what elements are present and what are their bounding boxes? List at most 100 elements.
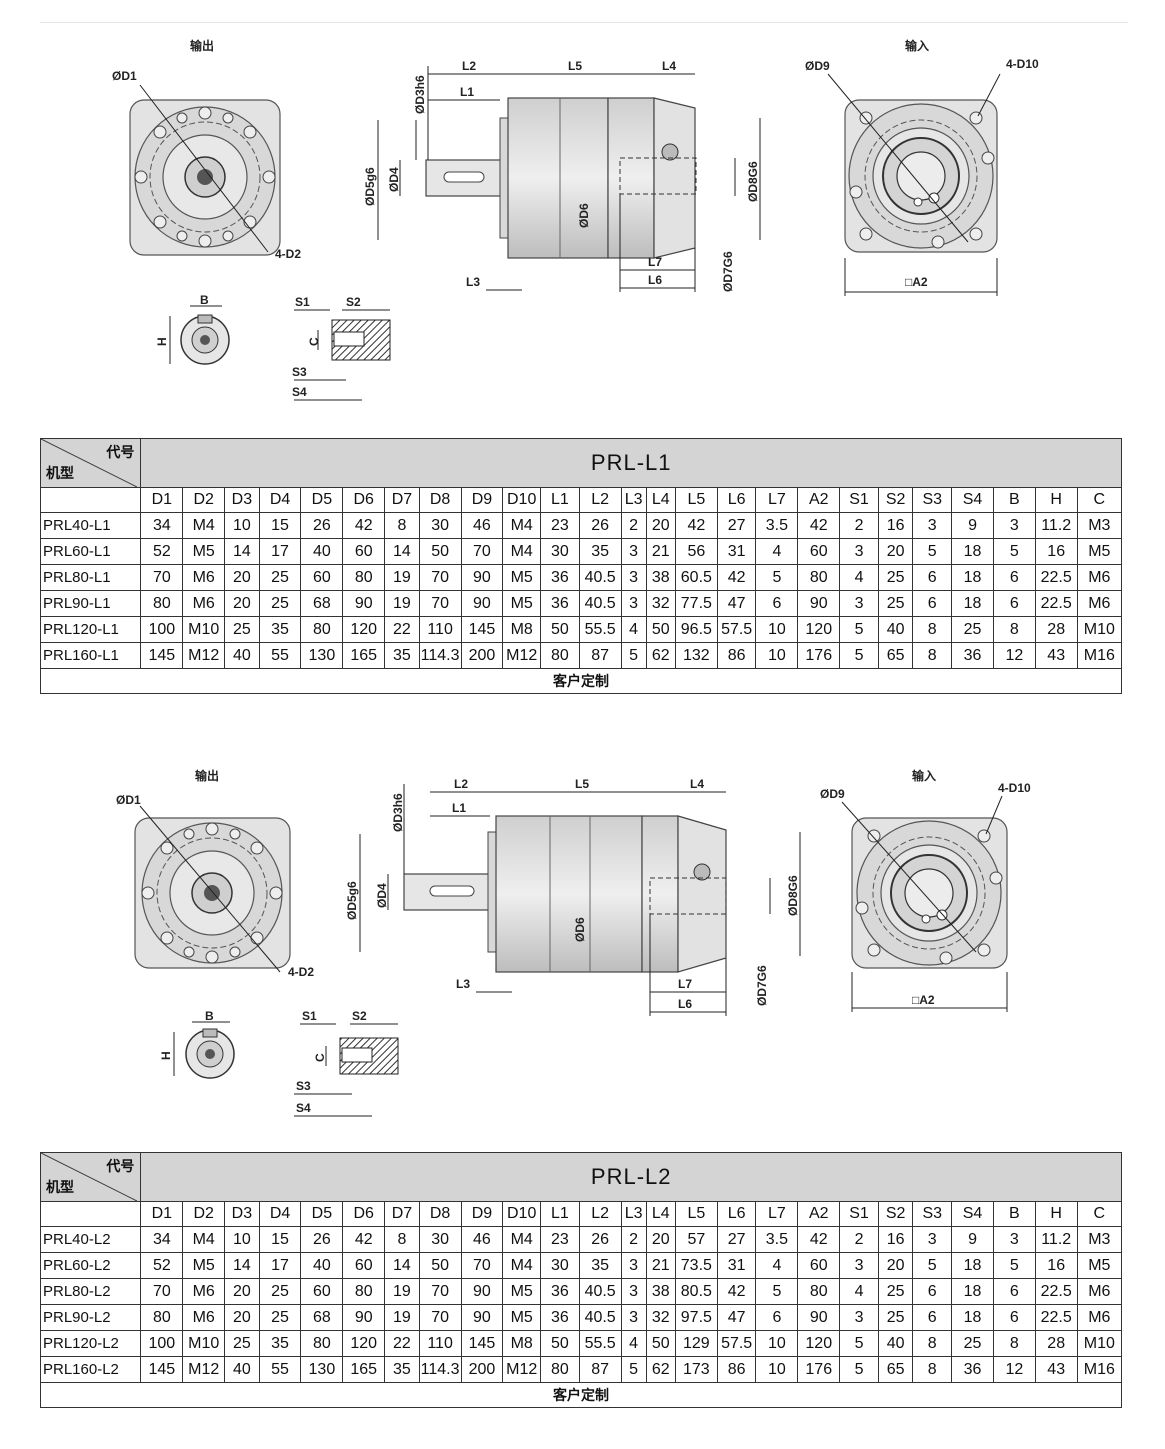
table-cell: 6 (992, 564, 1036, 591)
table-cell: 5 (839, 616, 879, 643)
column-header-row: D1 D2 D3 D4 D5 D6 D7 D8 D9 D10 L1 L2 L3 … (39, 487, 1123, 513)
corner-header: 代号 机型 (39, 1152, 142, 1202)
table-cell: 114.3 (418, 1356, 462, 1383)
table-cell: 31 (716, 1252, 757, 1279)
table-cell: M10 (1076, 1330, 1123, 1357)
table-cell: 35 (258, 616, 302, 643)
table-cell: 30 (418, 512, 462, 539)
table-cell: 5 (912, 538, 953, 565)
table-cell: 36 (540, 590, 580, 617)
table-cell: 32 (645, 590, 676, 617)
table-cell: M6 (1076, 1304, 1123, 1331)
l1-label: L1 (460, 85, 474, 99)
table-cell: 52 (140, 538, 184, 565)
row-model-name: PRL60-L1 (39, 538, 142, 565)
table-cell: 55 (258, 1356, 302, 1383)
table-cell: 8 (912, 1330, 953, 1357)
d6-label: ØD6 (573, 917, 587, 942)
table-cell: M5 (502, 1278, 542, 1305)
corner-model: 机型 (46, 1179, 74, 1195)
column-header: L2 (578, 1201, 622, 1227)
table-cell: 28 (1034, 1330, 1078, 1357)
l2-label: L2 (462, 59, 476, 73)
table-cell: 10 (755, 642, 799, 669)
table-cell: 42 (797, 512, 841, 539)
l4-label: L4 (690, 777, 704, 791)
table-cell: 5 (992, 538, 1036, 565)
table-cell: 25 (877, 1278, 914, 1305)
table-cell: 90 (460, 590, 504, 617)
table-cell: 40 (877, 616, 914, 643)
table-cell: 10 (755, 1330, 799, 1357)
table-cell: 16 (1034, 1252, 1078, 1279)
table-cell: 110 (418, 1330, 462, 1357)
table-cell: 5 (839, 1356, 879, 1383)
table-cell: 9 (951, 1226, 994, 1253)
column-header: C (1076, 1201, 1123, 1227)
table-cell: M12 (182, 642, 226, 669)
table-cell: 97.5 (674, 1304, 718, 1331)
table-cell: 23 (540, 1226, 580, 1253)
column-header: B (992, 1201, 1036, 1227)
table-cell: 16 (877, 1226, 914, 1253)
table-cell: 6 (992, 1304, 1036, 1331)
column-header: S2 (877, 1201, 914, 1227)
h-label: H (159, 1051, 173, 1060)
table-cell: 70 (460, 538, 504, 565)
table-cell: 50 (540, 616, 580, 643)
table-cell: 22 (384, 1330, 420, 1357)
table-cell: 35 (258, 1330, 302, 1357)
table-cell: 32 (645, 1304, 676, 1331)
column-header: D4 (258, 1201, 302, 1227)
table-cell: 57.5 (716, 1330, 757, 1357)
a2-label: □A2 (912, 993, 935, 1007)
table-cell: 90 (797, 590, 841, 617)
column-header: D5 (300, 1201, 344, 1227)
table-cell: 25 (224, 1330, 260, 1357)
s1-label: S1 (302, 1009, 317, 1023)
drawing-l2: 输出 ØD1 4-D2 (0, 750, 1165, 1130)
column-header: L2 (578, 487, 622, 513)
table-cell: 90 (460, 564, 504, 591)
key-section-view: S1 S2 S3 S4 C (292, 295, 391, 401)
table-cell: 19 (384, 1304, 420, 1331)
drawing-l1: 输出 ØD1 4-D2 (0, 30, 1165, 410)
table-cell: 25 (951, 1330, 994, 1357)
table-cell: 20 (224, 1304, 260, 1331)
s3-label: S3 (292, 365, 307, 379)
corner-diagonal (41, 1153, 137, 1201)
input-view: 输入 ØD9 (820, 768, 1031, 1012)
l7-label: L7 (678, 977, 692, 991)
table-cell: 73.5 (674, 1252, 718, 1279)
technical-drawing-l1: 输出 ØD1 4-D2 (112, 38, 1039, 401)
table-cell: M4 (502, 1252, 542, 1279)
table-cell: 96.5 (674, 616, 718, 643)
table-cell: 46 (460, 1226, 504, 1253)
row-model-name: PRL60-L2 (39, 1252, 142, 1279)
table-cell: 90 (342, 1304, 386, 1331)
corner-model: 机型 (46, 465, 74, 481)
column-header: D10 (502, 487, 542, 513)
side-view: L2 L5 L4 L1 L3 L7 L6 ØD3h6 ØD5g6 ØD4 ØD6… (363, 59, 761, 292)
table-cell: 36 (540, 1304, 580, 1331)
table-cell: 8 (912, 1356, 953, 1383)
table-cell: 36 (951, 642, 994, 669)
column-header-row: D1 D2 D3 D4 D5 D6 D7 D8 D9 D10 L1 L2 L3 … (39, 1201, 1123, 1227)
row-model-name: PRL40-L2 (39, 1226, 142, 1253)
table-cell: M5 (502, 1304, 542, 1331)
table-cell: 20 (224, 590, 260, 617)
table-cell: 22 (384, 616, 420, 643)
top-rule (40, 22, 1128, 23)
column-header: S1 (839, 487, 879, 513)
table-cell: 3 (912, 1226, 953, 1253)
l2-label: L2 (454, 777, 468, 791)
shaft-key-view: B H (159, 1009, 235, 1079)
c-label: C (313, 1053, 327, 1062)
table-cell: 80.5 (674, 1278, 718, 1305)
l3-label: L3 (466, 275, 480, 289)
table-cell: 6 (912, 1304, 953, 1331)
table-cell: 86 (716, 1356, 757, 1383)
column-header: L7 (755, 1201, 799, 1227)
